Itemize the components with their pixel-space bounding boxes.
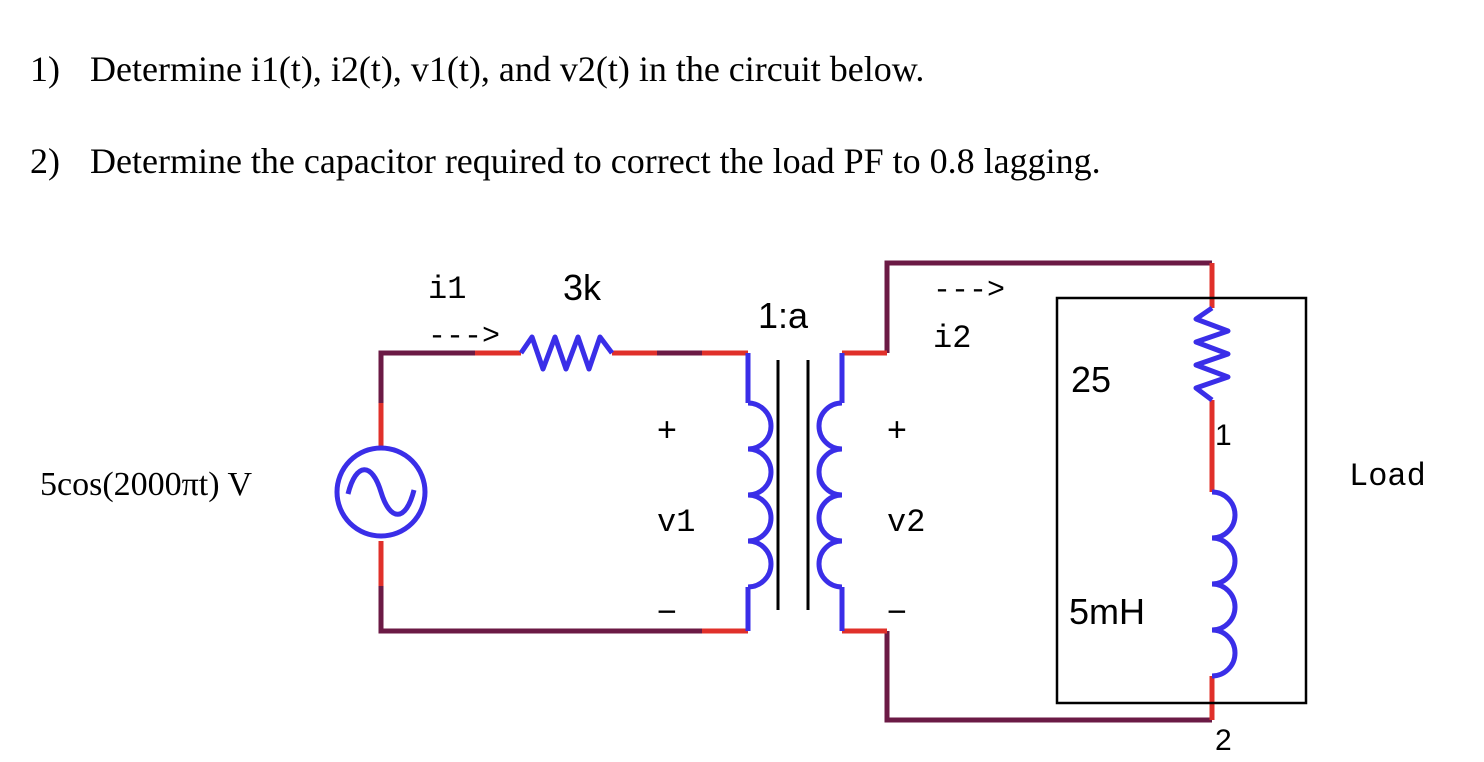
v2-minus: −: [887, 593, 907, 631]
node-2-label: 2: [1215, 724, 1232, 757]
load-label: Load: [1349, 458, 1426, 495]
resistor-3k: [518, 334, 614, 372]
wire-primary-bottom: [378, 586, 702, 634]
ac-source-icon: [345, 467, 417, 517]
v2-plus: +: [887, 411, 907, 449]
wire-secondary-bottom: [884, 631, 1212, 723]
load-inductor-5mh: [1211, 489, 1238, 679]
question-1: 1) Determine i1(t), i2(t), v1(t), and v2(…: [30, 48, 924, 90]
load-box: [1055, 296, 1308, 705]
i1-arrow: --->: [428, 320, 500, 354]
secondary-inductor: [816, 400, 843, 590]
load-resistor-label: 25: [1071, 359, 1111, 400]
load-inductor-label: 5mH: [1069, 591, 1145, 632]
question-2-number: 2): [30, 141, 60, 181]
v1-plus: +: [657, 411, 677, 449]
i2-label: i2: [933, 320, 971, 357]
v1-label: v1: [657, 504, 695, 541]
question-1-text: Determine i1(t), i2(t), v1(t), and v2(t)…: [90, 49, 925, 89]
i1-label: i1: [428, 271, 466, 308]
node-1-label: 1: [1215, 419, 1232, 452]
primary-inductor: [747, 400, 774, 590]
turns-ratio-label: 1:a: [758, 295, 809, 336]
ac-source-circle: [334, 445, 428, 539]
i2-arrow: --->: [933, 274, 1005, 308]
v1-minus: −: [657, 593, 677, 631]
question-1-number: 1): [30, 49, 60, 89]
question-2: 2) Determine the capacitor required to co…: [30, 140, 1101, 182]
wire-primary-top-left: [378, 350, 475, 403]
v2-label: v2: [887, 504, 925, 541]
load-resistor-25: [1193, 305, 1231, 402]
question-2-text: Determine the capacitor required to corr…: [90, 141, 1101, 181]
resistor-label: 3k: [563, 267, 602, 308]
wire-secondary-top: [884, 260, 1212, 353]
source-label: 5cos(2000πt) V: [40, 466, 252, 503]
